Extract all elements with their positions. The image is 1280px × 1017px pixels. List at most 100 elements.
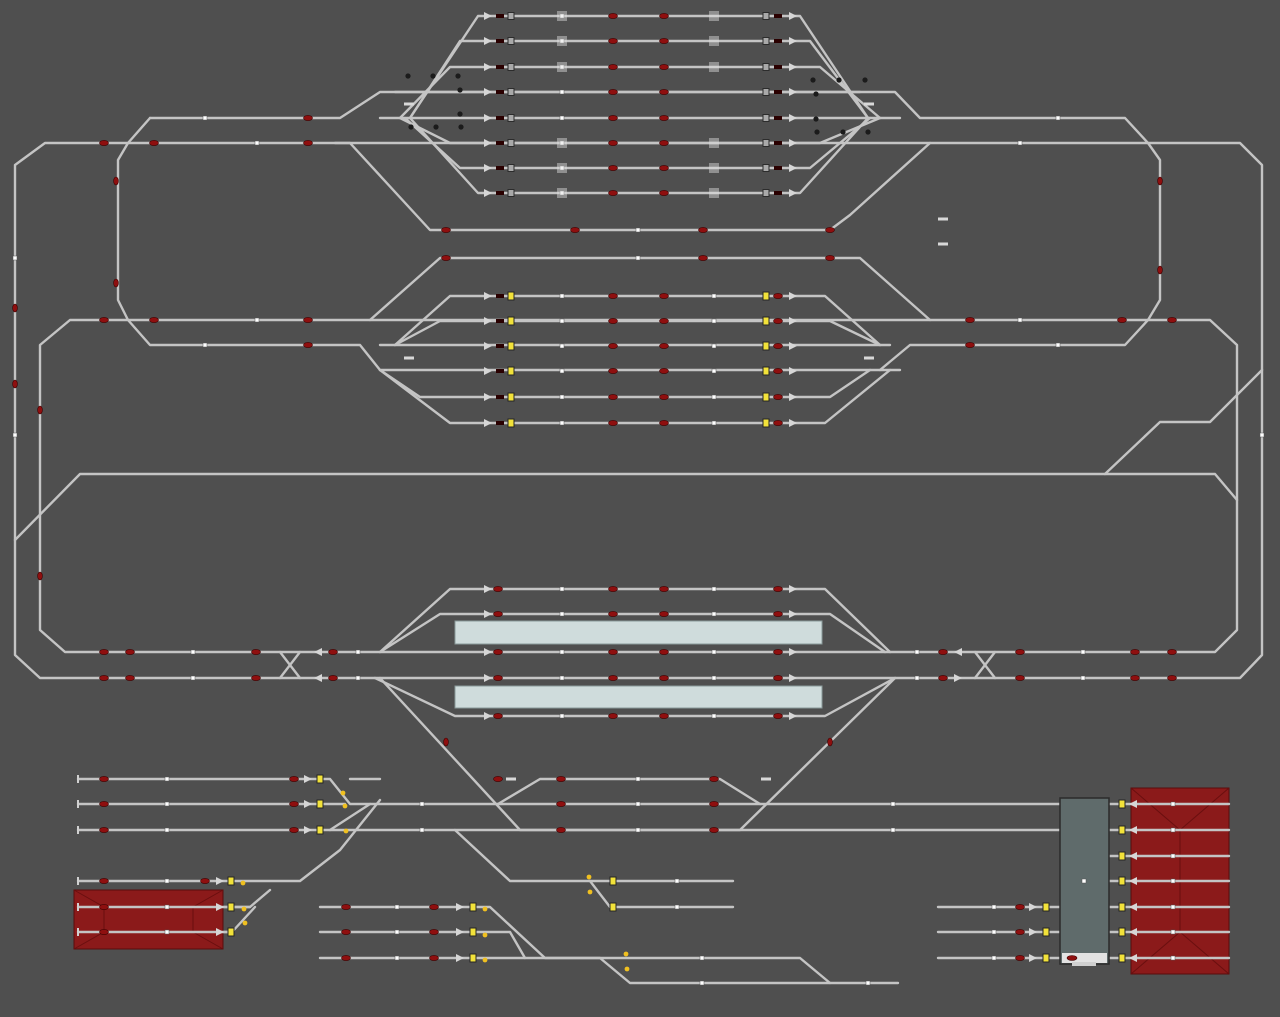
signal-icon[interactable] <box>659 649 669 655</box>
signal-icon[interactable] <box>774 65 782 69</box>
signal-icon[interactable] <box>659 713 669 719</box>
track-sensor-icon[interactable] <box>12 255 18 261</box>
track-sensor-icon[interactable] <box>890 827 896 833</box>
block-indicator-icon[interactable] <box>762 189 770 197</box>
track-sensor-icon[interactable] <box>635 255 641 261</box>
route-marker-icon[interactable] <box>864 102 874 106</box>
signal-icon[interactable] <box>556 827 566 833</box>
signal-aspect-icon[interactable] <box>507 291 515 301</box>
signal-icon[interactable] <box>659 64 669 70</box>
switch-point-icon[interactable] <box>836 77 842 83</box>
direction-arrow-icon[interactable] <box>456 903 464 911</box>
signal-icon[interactable] <box>773 293 783 299</box>
signal-icon[interactable] <box>99 929 109 935</box>
signal-icon[interactable] <box>12 379 18 389</box>
block-indicator-icon[interactable] <box>762 114 770 122</box>
track-sensor-icon[interactable] <box>1170 853 1176 859</box>
signal-icon[interactable] <box>659 675 669 681</box>
signal-icon[interactable] <box>773 343 783 349</box>
direction-arrow-icon[interactable] <box>484 393 492 401</box>
signal-icon[interactable] <box>99 776 109 782</box>
switch-motor-icon[interactable] <box>482 906 488 912</box>
block-indicator-icon[interactable] <box>507 189 515 197</box>
direction-arrow-icon[interactable] <box>789 114 797 122</box>
signal-icon[interactable] <box>496 395 504 399</box>
signal-icon[interactable] <box>341 929 351 935</box>
track-sensor-icon[interactable] <box>991 929 997 935</box>
signal-aspect-icon[interactable] <box>1118 953 1126 963</box>
buffer-stop-icon[interactable] <box>77 826 79 834</box>
signal-icon[interactable] <box>99 649 109 655</box>
direction-arrow-icon[interactable] <box>789 393 797 401</box>
track-sensor-icon[interactable] <box>355 649 361 655</box>
signal-icon[interactable] <box>938 675 948 681</box>
signal-icon[interactable] <box>303 342 313 348</box>
track-sensor-icon[interactable] <box>559 675 565 681</box>
switch-motor-icon[interactable] <box>342 803 348 809</box>
direction-arrow-icon[interactable] <box>216 877 224 885</box>
signal-aspect-icon[interactable] <box>762 392 770 402</box>
direction-arrow-icon[interactable] <box>456 928 464 936</box>
block-indicator-icon[interactable] <box>762 139 770 147</box>
signal-aspect-icon[interactable] <box>762 418 770 428</box>
direction-arrow-icon[interactable] <box>789 610 797 618</box>
switch-point-icon[interactable] <box>457 111 463 117</box>
signal-icon[interactable] <box>496 14 504 18</box>
signal-icon[interactable] <box>441 255 451 261</box>
signal-aspect-icon[interactable] <box>762 366 770 376</box>
track-sensor-icon[interactable] <box>559 649 565 655</box>
track-sensor-icon[interactable] <box>559 420 565 426</box>
signal-icon[interactable] <box>149 140 159 146</box>
transfer-table[interactable] <box>1059 797 1110 966</box>
switch-motor-icon[interactable] <box>343 828 349 834</box>
signal-aspect-icon[interactable] <box>762 291 770 301</box>
signal-icon[interactable] <box>341 904 351 910</box>
switch-point-icon[interactable] <box>865 129 871 135</box>
switch-point-icon[interactable] <box>457 87 463 93</box>
signal-icon[interactable] <box>698 255 708 261</box>
signal-icon[interactable] <box>608 293 618 299</box>
direction-arrow-icon[interactable] <box>789 12 797 20</box>
signal-icon[interactable] <box>496 369 504 373</box>
middle-staging-fan[interactable] <box>378 294 902 425</box>
signal-aspect-icon[interactable] <box>762 341 770 351</box>
switch-motor-icon[interactable] <box>241 906 247 912</box>
track-sensor-icon[interactable] <box>991 904 997 910</box>
signal-icon[interactable] <box>774 116 782 120</box>
direction-arrow-icon[interactable] <box>484 88 492 96</box>
signal-icon[interactable] <box>493 649 503 655</box>
track-sensor-icon[interactable] <box>1080 649 1086 655</box>
signal-icon[interactable] <box>496 116 504 120</box>
signal-icon[interactable] <box>496 65 504 69</box>
signal-icon[interactable] <box>659 165 669 171</box>
block-section-icon[interactable] <box>557 163 567 173</box>
direction-arrow-icon[interactable] <box>484 189 492 197</box>
signal-aspect-icon[interactable] <box>316 799 324 809</box>
signal-icon[interactable] <box>303 140 313 146</box>
track-sensor-icon[interactable] <box>1055 342 1061 348</box>
block-indicator-icon[interactable] <box>507 164 515 172</box>
signal-aspect-icon[interactable] <box>1042 953 1050 963</box>
signal-aspect-icon[interactable] <box>1042 902 1050 912</box>
track-sensor-icon[interactable] <box>202 342 208 348</box>
direction-arrow-icon[interactable] <box>789 674 797 682</box>
track-sensor-icon[interactable] <box>1170 878 1176 884</box>
signal-icon[interactable] <box>556 801 566 807</box>
signal-icon[interactable] <box>1015 675 1025 681</box>
direction-arrow-icon[interactable] <box>484 292 492 300</box>
direction-arrow-icon[interactable] <box>789 37 797 45</box>
track-sensor-icon[interactable] <box>190 675 196 681</box>
track-sensor-icon[interactable] <box>991 955 997 961</box>
direction-arrow-icon[interactable] <box>954 648 962 656</box>
signal-aspect-icon[interactable] <box>316 774 324 784</box>
signal-aspect-icon[interactable] <box>227 902 235 912</box>
track-sensor-icon[interactable] <box>711 649 717 655</box>
track-sensor-icon[interactable] <box>254 140 260 146</box>
signal-icon[interactable] <box>125 675 135 681</box>
signal-icon[interactable] <box>328 675 338 681</box>
switch-motor-icon[interactable] <box>482 932 488 938</box>
signal-icon[interactable] <box>774 141 782 145</box>
track-sensor-icon[interactable] <box>711 420 717 426</box>
direction-arrow-icon[interactable] <box>789 419 797 427</box>
direction-arrow-icon[interactable] <box>1129 800 1137 808</box>
